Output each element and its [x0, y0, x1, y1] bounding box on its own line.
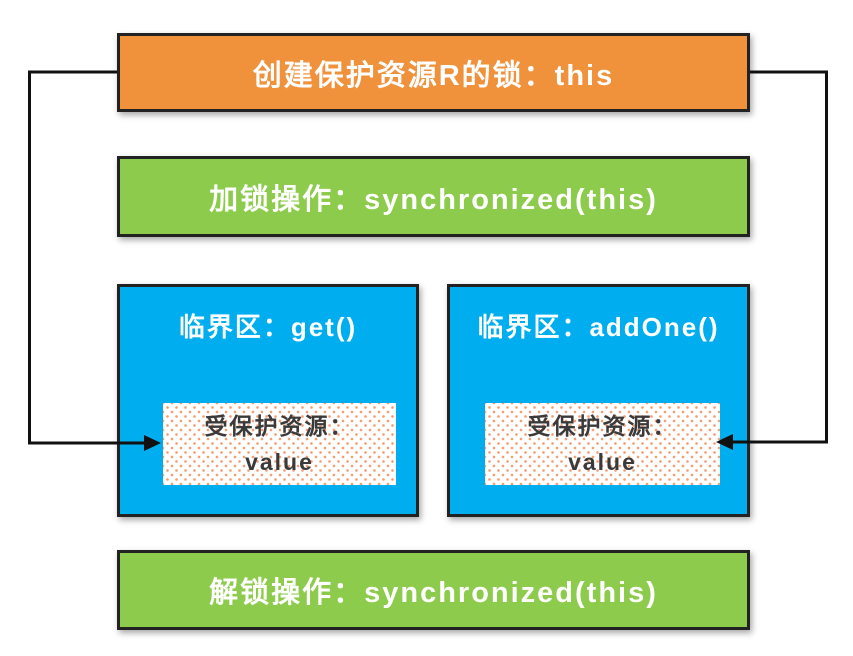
unlock-operation-label: 解锁操作：synchronized(this) [209, 577, 658, 609]
protected-resource-addone-line1: 受保护资源： [527, 413, 678, 439]
create-lock-box: 创建保护资源R的锁：this [117, 33, 750, 112]
protected-resource-get-value: value [245, 449, 314, 475]
protected-resource-addone-value: value [568, 449, 637, 475]
create-lock-label: 创建保护资源R的锁：this [252, 59, 615, 92]
lock-operation-box: 加锁操作：synchronized(this) [117, 156, 750, 237]
critical-section-addone-box: 临界区：addOne() 受保护资源： value [447, 284, 750, 517]
protected-resource-get-box: 受保护资源： value [163, 403, 396, 485]
protected-resource-get-line1: 受保护资源： [204, 413, 355, 439]
lock-operation-label: 加锁操作：synchronized(this) [209, 183, 658, 216]
critical-section-get-title: 临界区：get() [178, 312, 358, 342]
critical-section-addone-title: 临界区：addOne() [477, 312, 720, 342]
protected-resource-addone-box: 受保护资源： value [485, 403, 720, 485]
unlock-operation-box: 解锁操作：synchronized(this) [117, 550, 750, 630]
critical-section-get-box: 临界区：get() 受保护资源： value [117, 284, 419, 517]
